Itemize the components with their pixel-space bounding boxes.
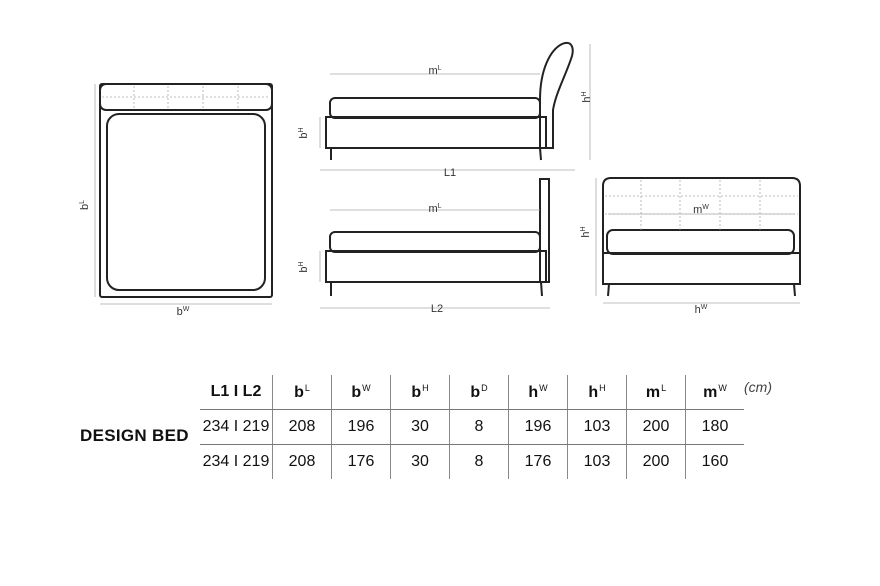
side1-length-label: L1	[444, 167, 456, 179]
table-cell: 30	[390, 409, 450, 445]
technical-drawings: bL bW mL bH hH L1 mL bH L2	[79, 42, 801, 318]
table-cell: 176	[331, 444, 391, 479]
table-cell: 103	[567, 444, 627, 479]
table-cell: 200	[626, 409, 686, 445]
table-header: hH	[567, 375, 627, 410]
front-head-label: hH	[580, 226, 592, 237]
front-mattress-label: mW	[693, 204, 709, 216]
side2-height-label: bH	[298, 261, 310, 272]
top-view-length-label: bL	[79, 200, 91, 210]
side1-mattress-label: mL	[428, 65, 441, 77]
table-header: bL	[272, 375, 332, 410]
side1-height-label: bH	[298, 127, 310, 138]
front-width-label: hW	[695, 304, 708, 316]
side1-head-label: hH	[581, 91, 593, 102]
bed-side-view-1	[319, 42, 591, 171]
table-header: mW	[685, 375, 744, 410]
table-cell: 196	[331, 409, 391, 445]
bed-side-view-2	[319, 178, 550, 309]
table-header: L1 I L2	[200, 375, 273, 410]
table-cell: 103	[567, 409, 627, 445]
table-cell: 200	[626, 444, 686, 479]
table-cell: 176	[508, 444, 568, 479]
table-cell: 30	[390, 444, 450, 479]
table-header: bD	[449, 375, 509, 410]
table-cell: 8	[449, 409, 509, 445]
bed-top-view	[94, 83, 273, 305]
table-header: mL	[626, 375, 686, 410]
table-cell: 208	[272, 409, 332, 445]
product-name: DESIGN BED	[80, 426, 189, 445]
side2-mattress-label: mL	[428, 203, 441, 215]
table-header: bH	[390, 375, 450, 410]
table-cell: 180	[685, 409, 744, 445]
side2-length-label: L2	[431, 303, 443, 315]
table-header: bW	[331, 375, 391, 410]
table-cell: 208	[272, 444, 332, 479]
top-view-width-label: bW	[177, 306, 190, 318]
unit-label: (cm)	[744, 379, 772, 395]
table-header: hW	[508, 375, 568, 410]
table-cell: 234 I 219	[200, 409, 273, 445]
bed-front-view	[595, 177, 801, 304]
table-cell: 160	[685, 444, 744, 479]
table-cell: 8	[449, 444, 509, 479]
table-cell: 234 I 219	[202, 453, 270, 470]
table-cell: 196	[508, 409, 568, 445]
